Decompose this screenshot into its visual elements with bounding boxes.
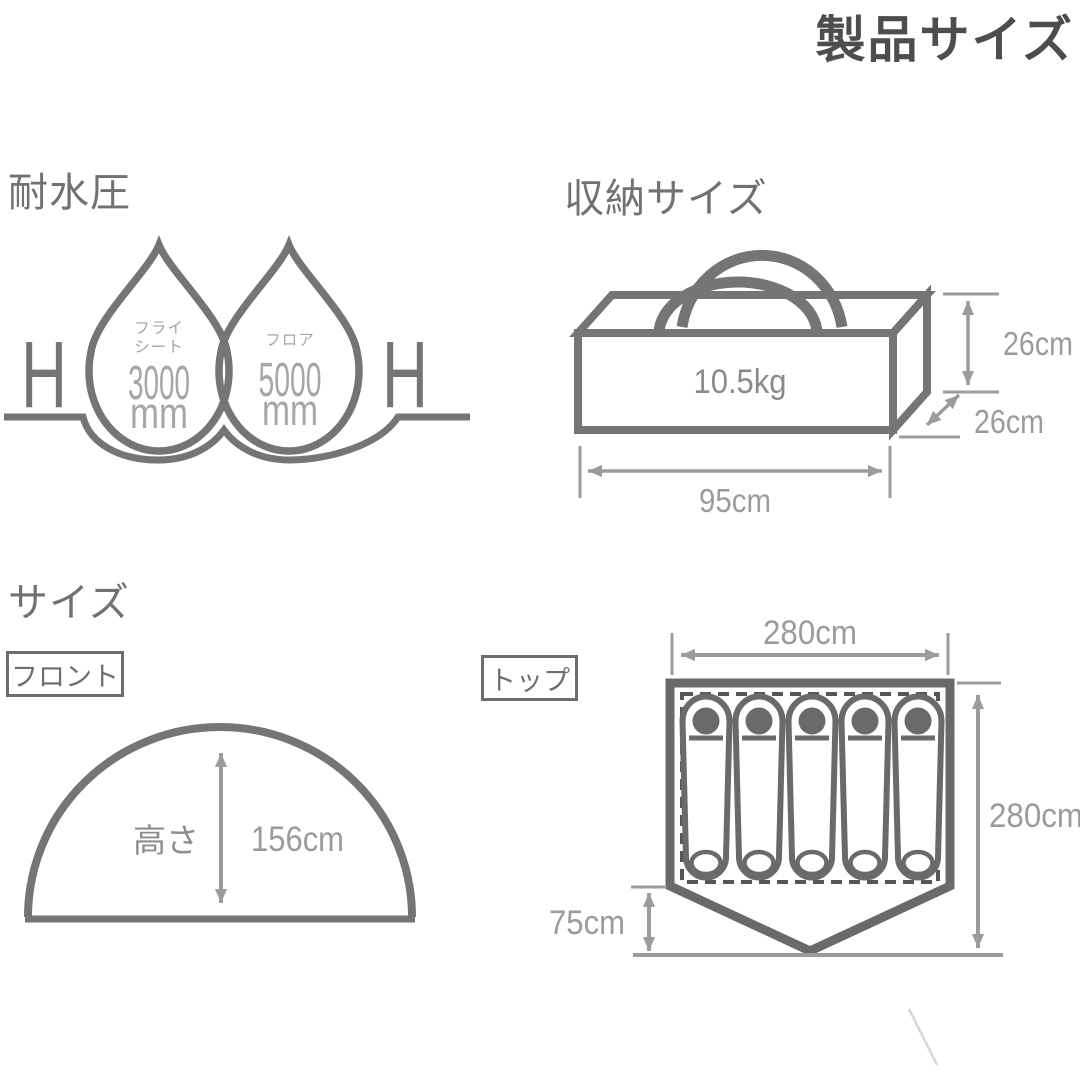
topview-width-value: 280cm xyxy=(763,614,857,652)
dome-height-label: 高さ xyxy=(133,822,199,859)
front-view-tab-label: フロント xyxy=(11,661,119,692)
floor-unit: mm xyxy=(262,386,318,435)
topview-depth-value: 280cm xyxy=(989,797,1080,835)
bag-weight-value: 10.5kg xyxy=(694,363,787,401)
sleeping-bag xyxy=(895,697,942,878)
water-resistance-heading: 耐水圧 xyxy=(8,171,131,215)
vestibule-value: 75cm xyxy=(549,904,625,942)
depth-arrow xyxy=(925,393,961,427)
dome-outline xyxy=(24,723,416,918)
size-heading: サイズ xyxy=(8,581,130,625)
bag-handle-front xyxy=(653,276,823,335)
bag-height-value: 26cm xyxy=(1003,325,1073,362)
flysheet-value: 3000 xyxy=(128,357,190,410)
page-title: 製品サイズ xyxy=(815,12,1074,68)
floor-value: 5000 xyxy=(259,354,322,407)
sleeping-bags-group xyxy=(683,697,942,878)
front-view-tab: フロント xyxy=(6,651,124,697)
bag-front-face xyxy=(574,329,897,434)
flysheet-unit: mm xyxy=(130,389,188,438)
storage-bag-diagram: 10.5kg 26cm 26cm 95cm xyxy=(569,249,1073,519)
dome-height-value: 156cm xyxy=(251,820,344,859)
sleeping-bag xyxy=(789,697,836,878)
water-baseline-swoosh xyxy=(4,413,470,464)
bag-side-face xyxy=(889,284,931,441)
teardrop-floor xyxy=(215,235,363,455)
sleeping-bag xyxy=(683,697,730,878)
flysheet-label-line2: シート xyxy=(134,339,184,356)
floor-label: フロア xyxy=(265,332,315,349)
flysheet-label-line1: フライ xyxy=(134,320,184,337)
front-view-diagram: 高さ 156cm xyxy=(24,723,416,923)
sleeping-bag xyxy=(736,697,783,878)
h2o-letter-left: H xyxy=(21,322,67,428)
bag-top-face xyxy=(569,291,936,337)
sleeping-bag xyxy=(842,697,889,878)
top-view-tab: トップ xyxy=(481,655,578,701)
bag-depth-value: 26cm xyxy=(974,403,1044,440)
top-view-tab-label: トップ xyxy=(489,665,570,696)
faint-artifact-line xyxy=(907,1008,939,1066)
bag-width-value: 95cm xyxy=(699,482,771,519)
water-resistance-diagram: H H フライ シート 3000 mm フロア 5000 mm xyxy=(4,235,470,464)
storage-size-heading: 収納サイズ xyxy=(564,177,768,221)
top-view-diagram: 280cm 280cm 75cm xyxy=(549,614,1080,1066)
h2o-letter-right: H xyxy=(382,322,428,428)
